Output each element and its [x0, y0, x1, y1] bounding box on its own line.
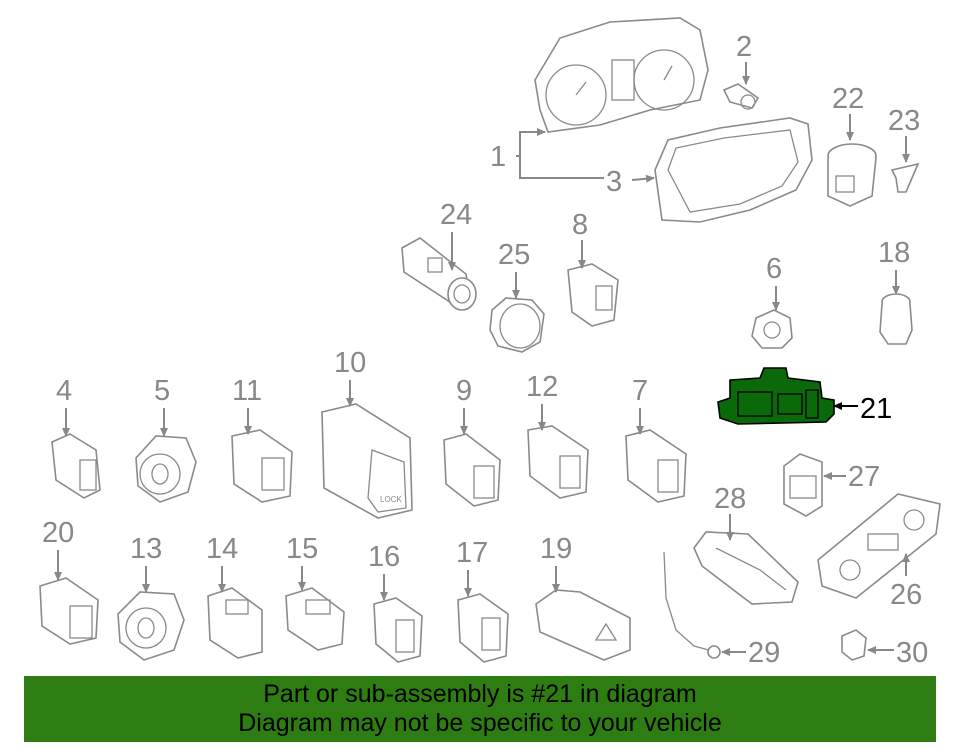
- callout-14: 14: [206, 533, 238, 565]
- part-16-switch: [373, 597, 423, 663]
- part-6-sensor: [751, 309, 793, 349]
- callout-5: 5: [154, 375, 170, 407]
- part-11-switch: [231, 429, 293, 503]
- callout-13: 13: [130, 533, 162, 565]
- part-21-control-module: [717, 367, 835, 425]
- callout-25: 25: [498, 239, 530, 271]
- callout-28: 28: [714, 483, 746, 515]
- part-26-climate-control-panel: [817, 493, 941, 599]
- part-28-circuit-board: [693, 531, 799, 605]
- info-banner: Part or sub-assembly is #21 in diagram D…: [24, 676, 936, 742]
- callout-21: 21: [860, 393, 892, 425]
- part-2-bolt: [722, 83, 760, 110]
- part-17-switch: [457, 593, 509, 663]
- banner-line-1: Part or sub-assembly is #21 in diagram: [263, 680, 697, 708]
- part-14-switch: [207, 587, 263, 659]
- callout-24: 24: [440, 199, 472, 231]
- part-9-switch: [443, 433, 501, 507]
- part-10-lock-switch: LOCK: [321, 403, 413, 519]
- callout-6: 6: [766, 253, 782, 285]
- part-18-knob: [879, 293, 913, 345]
- callout-29: 29: [748, 637, 780, 669]
- callout-17: 17: [456, 537, 488, 569]
- callout-8: 8: [572, 209, 588, 241]
- callout-27: 27: [848, 461, 880, 493]
- callout-4: 4: [56, 375, 72, 407]
- callout-16: 16: [368, 541, 400, 573]
- part-22-round-switch: [827, 143, 877, 207]
- callout-22: 22: [832, 83, 864, 115]
- callout-30: 30: [896, 637, 928, 669]
- part-19-hazard-switch: [535, 589, 631, 661]
- callout-2: 2: [736, 31, 752, 63]
- callout-19: 19: [540, 533, 572, 565]
- callout-9: 9: [456, 375, 472, 407]
- callout-11: 11: [232, 375, 262, 407]
- callout-23: 23: [888, 105, 920, 137]
- part-12-switch: [527, 425, 589, 499]
- part-3-cluster-lens: [654, 117, 813, 223]
- callout-3: 3: [606, 166, 622, 198]
- callout-7: 7: [632, 375, 648, 407]
- part-24-power-socket: [401, 237, 477, 311]
- part-15-switch: [285, 587, 345, 651]
- part-29-antenna-cable: [663, 551, 721, 659]
- part-4-switch: [51, 433, 101, 499]
- part-13-rotary-switch: [117, 591, 185, 661]
- callout-26: 26: [890, 579, 922, 611]
- part-8-switch: [567, 263, 619, 327]
- part-20-switch: [39, 577, 99, 645]
- part-23-clip: [890, 162, 920, 193]
- callout-1: 1: [490, 141, 506, 173]
- callout-10: 10: [334, 347, 366, 379]
- callout-18: 18: [878, 237, 910, 269]
- part-5-rotary-switch: [135, 435, 197, 503]
- lock-switch-label: LOCK: [380, 495, 402, 504]
- banner-line-2: Diagram may not be specific to your vehi…: [238, 709, 722, 737]
- part-25-trim-ring: [489, 297, 545, 353]
- part-27-relay: [783, 453, 823, 517]
- callout-20: 20: [42, 517, 74, 549]
- part-1-instrument-cluster: [534, 17, 709, 133]
- callout-15: 15: [286, 533, 318, 565]
- part-7-switch: [625, 429, 687, 503]
- callout-12: 12: [526, 371, 558, 403]
- part-30-bracket: [841, 629, 867, 661]
